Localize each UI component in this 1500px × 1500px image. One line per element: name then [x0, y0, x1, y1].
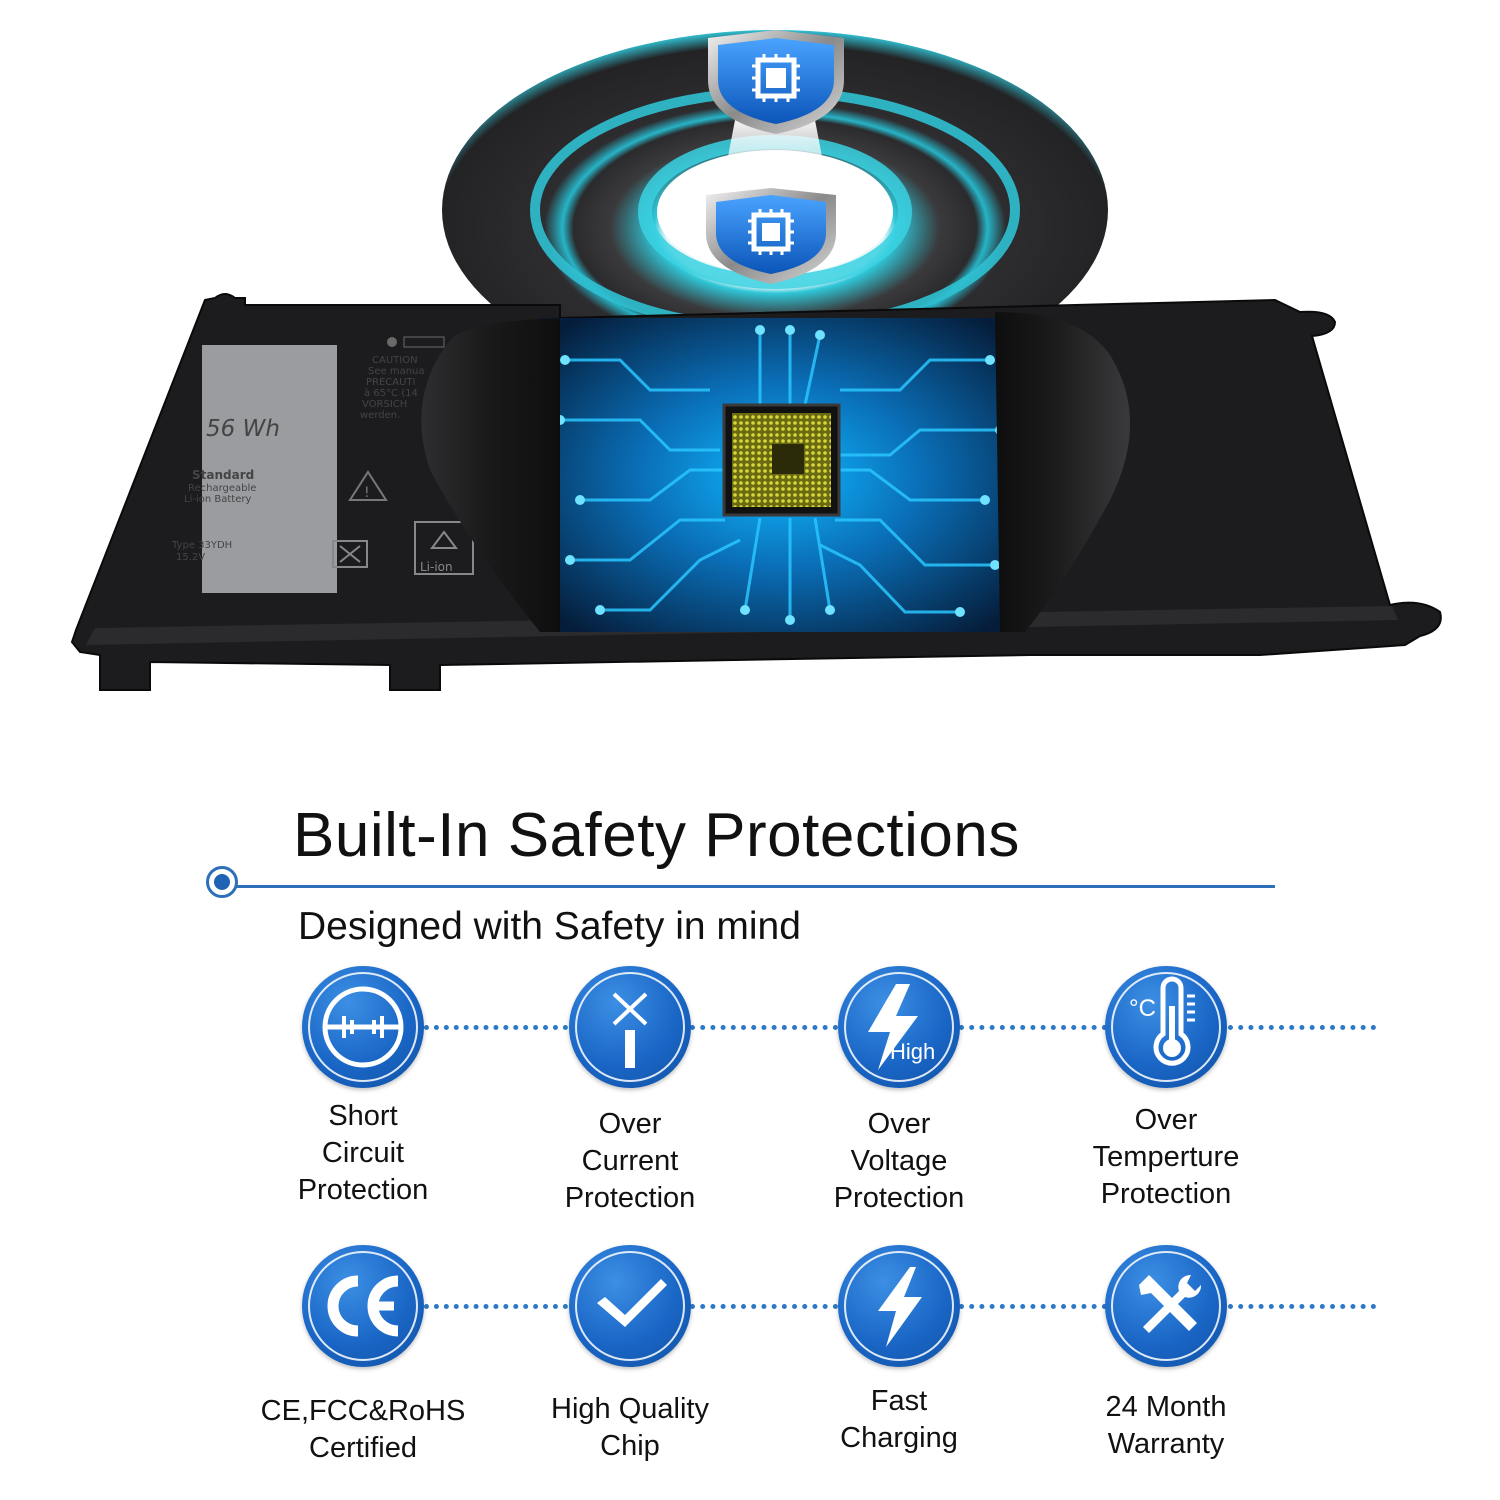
- dotted-connector: [1228, 1025, 1376, 1030]
- dotted-connector: [690, 1025, 838, 1030]
- feature-caption-line: Certified: [309, 1432, 417, 1464]
- svg-text:!: !: [364, 485, 370, 501]
- feature-caption-line: Fast: [870, 1385, 928, 1417]
- caution-text: CAUTION See manua PRECAUTI à 65°C (14 VO…: [360, 355, 425, 421]
- dotted-connector: [424, 1025, 568, 1030]
- feature-caption-line: Warranty: [1107, 1428, 1225, 1460]
- dotted-connector: [424, 1304, 568, 1309]
- svg-text:CAUTION: CAUTION: [372, 355, 418, 366]
- feature-caption-line: 24 Month: [1105, 1391, 1227, 1423]
- shield-chip-icon: [708, 30, 844, 134]
- battery-rechargeable: Rechargeable: [188, 483, 256, 494]
- feature-caption-line: Charging: [840, 1422, 958, 1454]
- dotted-connector: [690, 1304, 838, 1309]
- ce-mark-icon: [302, 1245, 424, 1367]
- thermometer-icon: °C: [1105, 966, 1227, 1088]
- feature-caption-line: Over: [867, 1108, 931, 1140]
- feature-caption-line: Over: [598, 1108, 662, 1140]
- right-cover-flap: [995, 312, 1130, 632]
- high-voltage-icon: High: [838, 966, 960, 1088]
- feature-caption-line: Voltage: [850, 1145, 948, 1177]
- feature-caption-line: Protection: [833, 1182, 965, 1214]
- battery-chemistry: Li-ion Battery: [184, 494, 251, 505]
- dotted-connector: [1228, 1304, 1376, 1309]
- svg-text:VORSICH: VORSICH: [362, 399, 407, 410]
- section-title: Built-In Safety Protections: [293, 801, 1020, 870]
- feature-caption-line: High Quality: [551, 1393, 709, 1425]
- title-underline: [228, 885, 1275, 888]
- feature-caption-line: Current: [581, 1145, 679, 1177]
- li-ion-recycle-icon: [414, 521, 474, 575]
- dotted-connector: [959, 1025, 1107, 1030]
- feature-caption-line: Protection: [564, 1182, 696, 1214]
- tools-icon: [1105, 1245, 1227, 1367]
- feature-caption-line: Short: [328, 1100, 398, 1132]
- checkmark-icon: [569, 1245, 691, 1367]
- feature-caption-line: Protection: [1100, 1178, 1232, 1210]
- battery-standard: Standard: [192, 468, 254, 482]
- recycle-label: Li-ion: [420, 560, 453, 574]
- battery-spec-label: [202, 345, 337, 593]
- shield-chip-icon: [706, 188, 836, 284]
- svg-text:à 65°C (14: à 65°C (14: [364, 387, 418, 399]
- feature-caption-line: Temperture: [1092, 1141, 1240, 1173]
- short-circuit-icon: [302, 966, 424, 1088]
- feature-caption-line: CE,FCC&RoHS: [260, 1395, 466, 1427]
- high-voltage-text: High: [890, 1039, 935, 1064]
- feature-caption-line: Circuit: [321, 1137, 405, 1169]
- dotted-connector: [959, 1304, 1107, 1309]
- waste-symbol-icon: [332, 540, 368, 568]
- circuit-board-window: [540, 318, 1020, 632]
- battery-illustration: 56 Wh Standard Rechargeable Li-ion Batte…: [70, 30, 1442, 691]
- svg-text:See manua: See manua: [368, 366, 425, 377]
- warning-triangle-icon: [348, 470, 388, 501]
- celsius-text: °C: [1129, 995, 1156, 1022]
- title-bullet-icon: [206, 866, 238, 898]
- over-current-icon: [569, 966, 691, 1088]
- svg-text:PRECAUTI: PRECAUTI: [366, 377, 416, 388]
- laptop-battery: 56 Wh Standard Rechargeable Li-ion Batte…: [70, 293, 1442, 691]
- battery-capacity: 56 Wh: [206, 416, 280, 442]
- battery-voltage: 15.2V: [176, 552, 205, 563]
- left-cover-flap: [421, 318, 560, 632]
- feature-caption-line: Protection: [297, 1174, 429, 1206]
- svg-text:werden.: werden.: [360, 410, 400, 421]
- feature-caption-line: Over: [1134, 1104, 1198, 1136]
- feature-caption-line: Chip: [600, 1430, 660, 1462]
- section-subtitle: Designed with Safety in mind: [298, 905, 801, 948]
- lightning-icon: [838, 1245, 960, 1367]
- battery-type: Type 33YDH: [171, 540, 232, 551]
